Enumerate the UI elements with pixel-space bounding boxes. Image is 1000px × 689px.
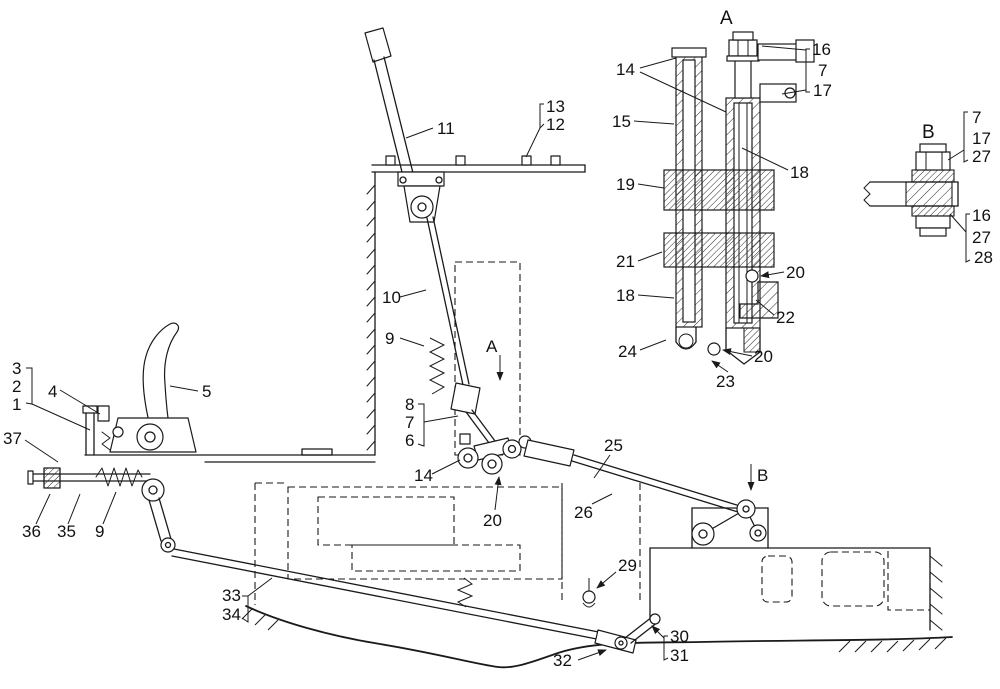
callout-12: 12 bbox=[546, 115, 565, 134]
callout-7-main: 7 bbox=[405, 413, 414, 432]
callout-17-detail-b: 17 bbox=[972, 129, 991, 148]
callout-25: 25 bbox=[604, 436, 623, 455]
callout-14-detail: 14 bbox=[616, 60, 635, 79]
callout-35: 35 bbox=[57, 522, 76, 541]
detent-spring-and-clip bbox=[456, 577, 596, 608]
callout-11: 11 bbox=[437, 119, 455, 138]
callout-23: 23 bbox=[716, 372, 735, 391]
detail-b-view bbox=[863, 143, 959, 237]
drag-link bbox=[426, 216, 499, 448]
callout-14-main: 14 bbox=[414, 466, 433, 485]
support-panel bbox=[84, 171, 376, 463]
callout-18-lower: 18 bbox=[616, 286, 635, 305]
callout-4: 4 bbox=[48, 382, 57, 401]
leader-lines bbox=[24, 45, 971, 661]
control-lever bbox=[364, 27, 445, 223]
callout-31: 31 bbox=[670, 646, 689, 665]
callout-16-detail-a: 16 bbox=[812, 40, 831, 59]
callout-32: 32 bbox=[553, 651, 572, 670]
callout-37: 37 bbox=[3, 429, 22, 448]
section-arrow-a: A bbox=[486, 337, 498, 356]
callout-19: 19 bbox=[616, 175, 635, 194]
lower-left-rod-and-spring bbox=[27, 467, 176, 553]
callout-20-main: 20 bbox=[483, 511, 502, 530]
section-arrow-b: B bbox=[757, 466, 768, 485]
callout-36: 36 bbox=[22, 522, 41, 541]
callout-2: 2 bbox=[12, 377, 21, 396]
bellcrank bbox=[691, 499, 767, 546]
ground-line bbox=[241, 605, 953, 669]
callout-6: 6 bbox=[405, 431, 414, 450]
callout-7-detail-b: 7 bbox=[972, 108, 981, 127]
callout-13: 13 bbox=[546, 97, 565, 116]
snap-ring-upper bbox=[745, 269, 759, 283]
detail-a-view bbox=[663, 31, 815, 365]
rear-housing bbox=[649, 507, 943, 631]
hand-lever bbox=[142, 322, 180, 435]
hand-lever-assembly bbox=[82, 322, 197, 456]
callout-24: 24 bbox=[618, 342, 637, 361]
detail-b-title: B bbox=[922, 122, 935, 143]
push-rods bbox=[523, 439, 741, 513]
return-spring bbox=[95, 467, 143, 487]
linkage-joint-cluster bbox=[457, 433, 532, 475]
callout-29: 29 bbox=[618, 556, 637, 575]
callout-3: 3 bbox=[12, 359, 21, 378]
callout-5: 5 bbox=[202, 382, 211, 401]
snap-ring-lower bbox=[707, 342, 721, 356]
callout-15: 15 bbox=[612, 112, 631, 131]
callout-21: 21 bbox=[616, 252, 635, 271]
callout-28: 28 bbox=[974, 248, 993, 267]
hidden-housing-outlines bbox=[254, 261, 931, 611]
callout-10: 10 bbox=[382, 288, 401, 307]
callout-16-detail-b: 16 bbox=[972, 206, 991, 225]
mounting-plate bbox=[371, 155, 586, 173]
callout-17-detail-a: 17 bbox=[813, 81, 832, 100]
callout-22: 22 bbox=[776, 308, 795, 327]
callout-labels: 11 13 12 10 9 3 2 1 4 5 37 8 7 6 14 20 2… bbox=[3, 8, 993, 670]
callout-27-upper: 27 bbox=[972, 147, 991, 166]
callout-8: 8 bbox=[405, 395, 414, 414]
lower-control-rod bbox=[171, 548, 661, 654]
callout-26: 26 bbox=[574, 503, 593, 522]
callout-18-upper: 18 bbox=[790, 163, 809, 182]
callout-34: 34 bbox=[222, 605, 241, 624]
callout-7-detail-a: 7 bbox=[818, 61, 827, 80]
detail-a-title: A bbox=[720, 8, 733, 29]
callout-9-upper: 9 bbox=[385, 329, 394, 348]
callout-30: 30 bbox=[670, 627, 689, 646]
callout-20-detail-lower: 20 bbox=[754, 347, 773, 366]
callout-33: 33 bbox=[222, 586, 241, 605]
callout-1: 1 bbox=[12, 395, 21, 414]
callout-27-lower: 27 bbox=[972, 228, 991, 247]
callout-9-lower: 9 bbox=[95, 522, 104, 541]
tension-spring-upper bbox=[428, 337, 446, 395]
callout-20-detail-upper: 20 bbox=[786, 263, 805, 282]
